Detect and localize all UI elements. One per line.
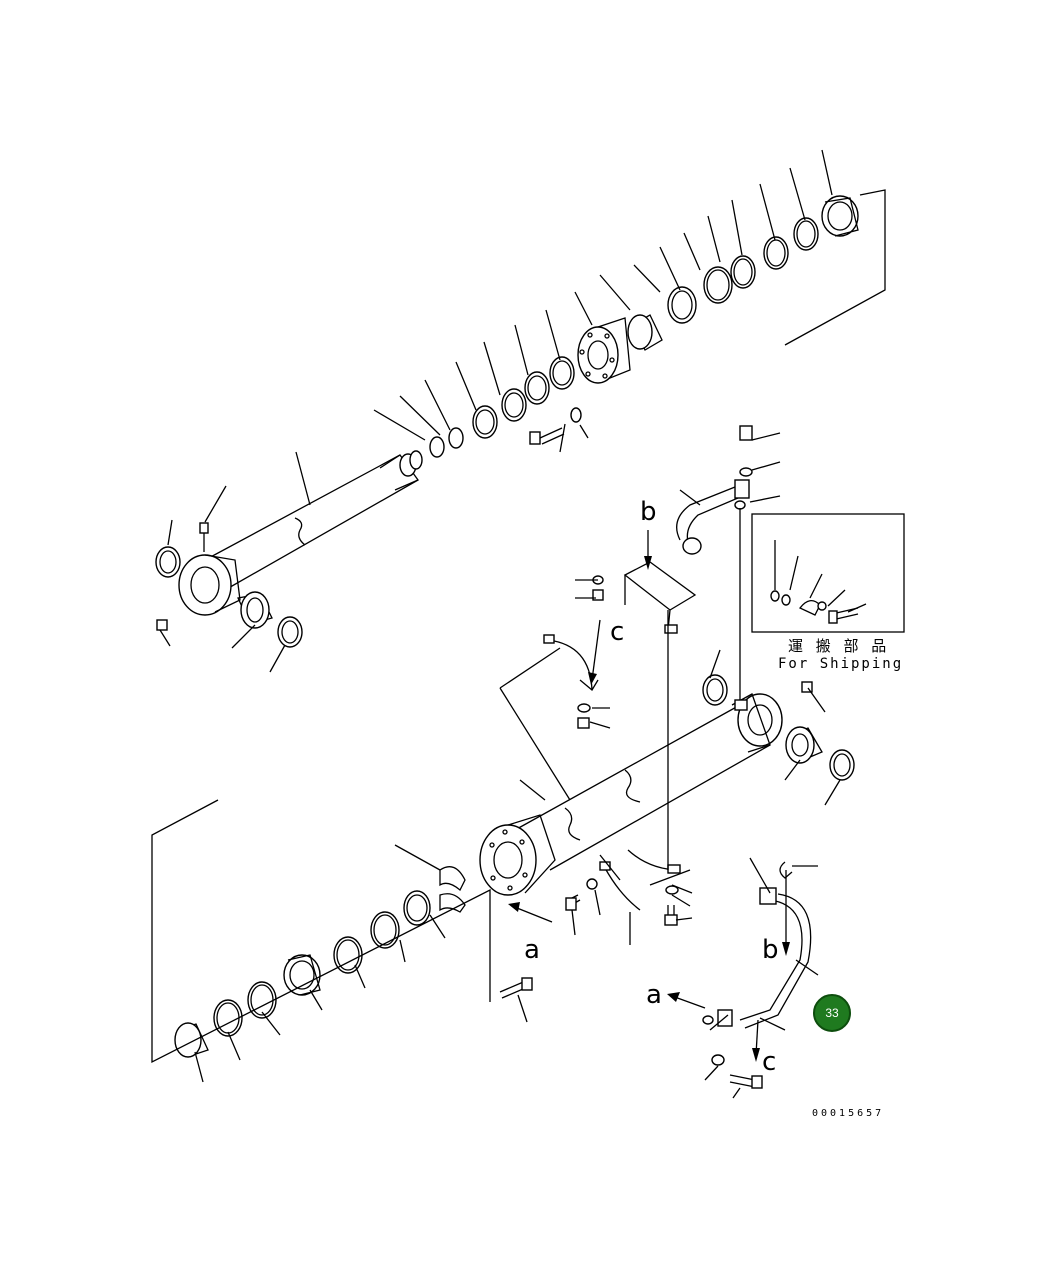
gland-bolt bbox=[499, 977, 533, 999]
label-a-right: a bbox=[646, 980, 662, 1010]
part-hotspot-badge[interactable]: 33 bbox=[813, 994, 851, 1032]
arrow-c-lower bbox=[752, 1019, 760, 1062]
clamp-hardware bbox=[577, 575, 604, 729]
dust-seal-left bbox=[155, 546, 181, 578]
drawing-number: 00015657 bbox=[812, 1108, 884, 1119]
arrow-b-upper bbox=[644, 530, 652, 570]
piston bbox=[821, 195, 859, 237]
label-b-upper: b bbox=[640, 497, 657, 527]
cylinder-tube bbox=[479, 704, 771, 896]
plug-nut bbox=[156, 619, 168, 631]
gland-piston-ring bbox=[283, 954, 321, 996]
label-a-lower: a bbox=[524, 935, 540, 965]
wear-ring-set bbox=[213, 981, 277, 1037]
head-washer bbox=[570, 407, 582, 423]
cylinder-head bbox=[577, 317, 631, 384]
arrow-c-upper bbox=[588, 619, 601, 685]
arrow-a-lower bbox=[508, 902, 553, 923]
bottom-seal bbox=[829, 749, 855, 781]
shipping-title-en: For Shipping bbox=[778, 656, 903, 672]
split-flange bbox=[439, 866, 466, 913]
label-c-lower: c bbox=[762, 1047, 776, 1077]
rod-seal-set bbox=[429, 356, 575, 458]
shipping-parts-box: 運 搬 部 品 For Shipping bbox=[751, 513, 905, 672]
gland-seal-set bbox=[333, 890, 431, 974]
cylinder-bottom-eye bbox=[731, 693, 783, 753]
grease-fitting-bottom bbox=[801, 681, 813, 693]
hose-clamp-upper bbox=[543, 634, 599, 691]
label-b-lower: b bbox=[762, 935, 779, 965]
rod-seal-ring bbox=[277, 616, 303, 648]
grease-fitting bbox=[199, 522, 209, 552]
rod-bushing bbox=[237, 591, 273, 629]
clamp-bracket bbox=[623, 561, 697, 634]
gland-bushing bbox=[174, 1022, 209, 1058]
bottom-bushing bbox=[785, 726, 823, 764]
label-c-upper: c bbox=[610, 617, 624, 647]
piston-bushing bbox=[627, 314, 663, 351]
hose-clamp-lower bbox=[565, 849, 681, 926]
head-bolt bbox=[529, 427, 565, 445]
piston-ring-set bbox=[667, 217, 819, 324]
shipping-title-jp: 運 搬 部 品 bbox=[788, 637, 890, 655]
bottom-seal-left bbox=[702, 674, 728, 706]
piston-rod-assembly bbox=[178, 450, 423, 616]
pipe-upper bbox=[676, 425, 753, 555]
pipe-lower bbox=[702, 861, 812, 1089]
arrow-a-right bbox=[667, 992, 706, 1009]
arrow-b-lower bbox=[782, 870, 790, 956]
